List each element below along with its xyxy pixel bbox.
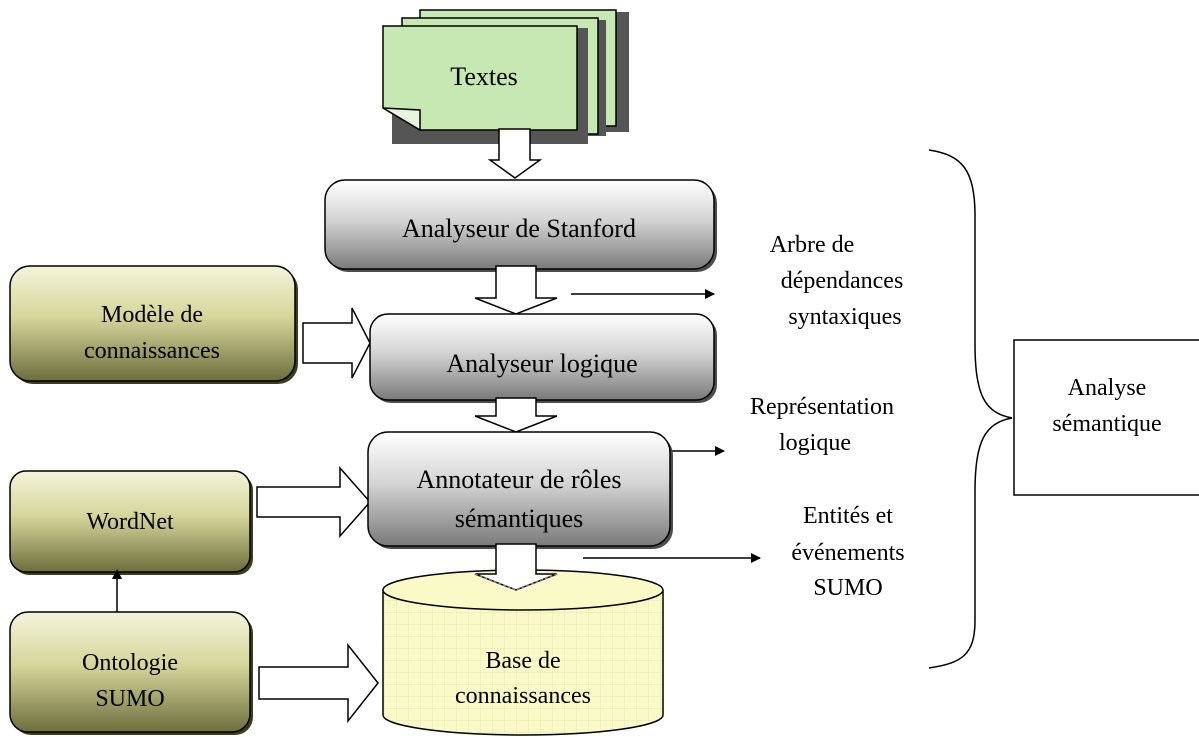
dependencies-line3: syntaxiques <box>788 304 901 330</box>
sumo-line1: Ontologie <box>82 650 178 676</box>
dependencies-label: Arbre de dépendances syntaxiques <box>770 232 904 330</box>
annotateur-line1: Annotateur de rôles <box>416 465 621 494</box>
sumo-line2: SUMO <box>95 686 164 712</box>
dependencies-line2: dépendances <box>781 268 904 294</box>
arrow-modele-to-logique <box>302 307 371 379</box>
semantic-analysis-brace <box>928 149 1013 669</box>
modele-line1: Modèle de <box>101 302 203 328</box>
arrow-sumo-to-base <box>258 642 379 724</box>
arrow-wordnet-to-annotateur <box>256 466 372 538</box>
representation-line1: Représentation <box>750 394 894 420</box>
modele-line2: connaissances <box>84 338 220 364</box>
analyseur-stanford-box: Analyseur de Stanford <box>324 179 717 272</box>
arrow-stanford-to-logique <box>474 265 558 315</box>
entities-line3: SUMO <box>813 575 882 601</box>
analyse-semantique-box: Analyse sémantique <box>1013 339 1199 496</box>
wordnet-box: WordNet <box>9 470 253 575</box>
entities-label: Entités et événements SUMO <box>791 503 904 601</box>
entities-line1: Entités et <box>803 503 893 529</box>
analyseur-logique-label: Analyseur logique <box>446 349 637 378</box>
textes-label: Textes <box>450 62 518 91</box>
wordnet-label: WordNet <box>86 509 174 535</box>
entities-line2: événements <box>791 540 904 566</box>
ontologie-sumo-box: Ontologie SUMO <box>9 611 253 735</box>
dependencies-line1: Arbre de <box>770 232 855 258</box>
annotateur-line2: sémantiques <box>455 504 584 533</box>
analyse-semantique-line1: Analyse <box>1068 375 1147 401</box>
representation-line2: logique <box>779 430 851 456</box>
base-connaissances-cylinder: Base de connaissances <box>382 569 664 736</box>
analyseur-stanford-label: Analyseur de Stanford <box>402 214 636 243</box>
representation-label: Représentation logique <box>750 394 894 456</box>
base-line1: Base de <box>485 648 560 674</box>
textes-documents: Textes <box>382 9 629 144</box>
analyse-semantique-line2: sémantique <box>1052 411 1161 437</box>
arrow-textes-to-stanford <box>487 128 543 179</box>
arrow-logique-to-annotateur <box>474 397 558 433</box>
analyseur-logique-box: Analyseur logique <box>369 313 717 403</box>
annotateur-box: Annotateur de rôles sémantiques <box>367 431 673 549</box>
base-line2: connaissances <box>455 683 591 709</box>
modele-connaissances-box: Modèle de connaissances <box>9 265 298 384</box>
